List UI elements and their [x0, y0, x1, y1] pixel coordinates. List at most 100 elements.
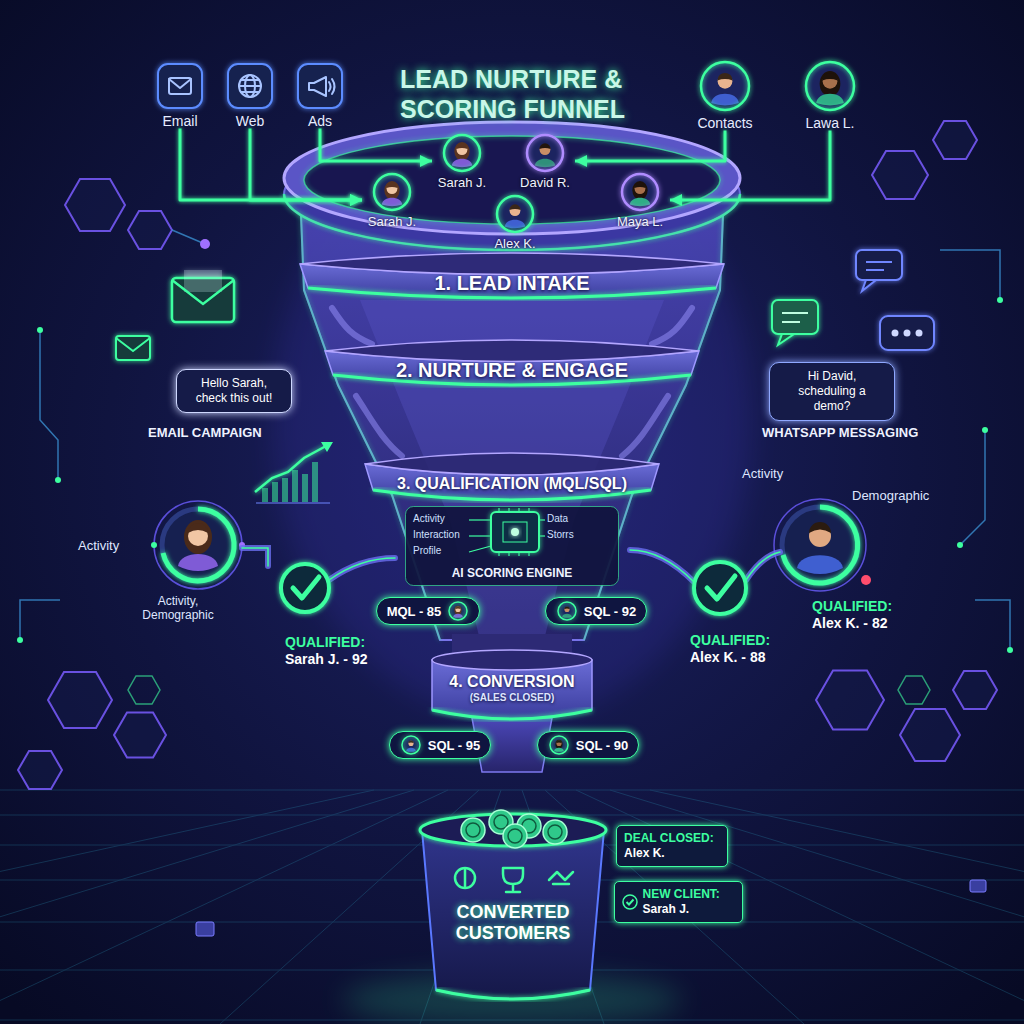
label-box: QUALIFIED: Alex K. - 82 [812, 598, 917, 632]
decor-shape [402, 736, 420, 754]
decor-shape [184, 520, 212, 554]
score-factor: Activity [78, 538, 119, 554]
decor-shape [701, 62, 749, 110]
decor-shape [497, 196, 533, 232]
engine-text: Interaction [413, 528, 483, 544]
check-icon [622, 894, 638, 910]
decor-shape [158, 64, 202, 108]
message-text: Hi David, scheduling a demo? [779, 369, 885, 414]
decor-shape [997, 297, 1003, 303]
decor-shape [652, 308, 692, 344]
decor-shape [456, 606, 461, 609]
decor-shape [508, 829, 522, 843]
decor-shape [630, 550, 694, 582]
decor-shape [816, 93, 844, 105]
avatar-picture [372, 172, 412, 212]
message-bubble: Hello Sarah, check this out! [176, 369, 292, 413]
avatar-picture [442, 133, 482, 173]
decor-shape [408, 740, 413, 743]
customer-bucket: CONVERTED CUSTOMERS [418, 808, 608, 1004]
decor-shape [387, 183, 398, 194]
label-box: Demographic [852, 488, 929, 504]
score-chip: SQL - 92 [545, 597, 648, 625]
label-box: QUALIFIED: Alex K. - 88 [690, 632, 795, 666]
decor-shape [272, 482, 278, 502]
decor-shape [255, 446, 326, 492]
decor-shape [309, 77, 335, 96]
flow-arrow [670, 131, 830, 201]
decor-shape [630, 550, 694, 582]
decor-shape [746, 552, 780, 580]
lead-name: Maya L. [617, 214, 663, 229]
decor-shape [452, 158, 472, 167]
decor-shape [116, 270, 234, 360]
decor-shape [20, 600, 60, 640]
avatar-picture [548, 734, 570, 756]
decor-shape [856, 250, 902, 280]
decor-shape [454, 614, 464, 618]
decor-shape [456, 607, 461, 612]
source-icon: Email [148, 62, 212, 129]
engine-text: Data [547, 512, 611, 528]
decor-shape [511, 528, 519, 536]
qualified-label: QUALIFIED: Alex K. - 82 [812, 598, 917, 632]
decor-shape [774, 499, 866, 591]
decor-shape [456, 143, 467, 149]
decor-shape [970, 880, 986, 892]
lead-avatar: David R. [515, 133, 575, 190]
diagram-title: LEAD NURTURE & SCORING FUNNEL [400, 64, 680, 124]
decor-shape [822, 72, 837, 80]
decor-shape [866, 269, 884, 271]
lead-name: Alex K. [494, 236, 535, 251]
score-text: SQL - 95 [428, 738, 481, 753]
decor-shape [169, 79, 191, 88]
decor-shape [940, 250, 1000, 300]
decor-shape [610, 790, 1024, 1024]
decor-shape [356, 396, 402, 456]
flow-arrow [511, 387, 514, 458]
decor-shape [169, 78, 191, 94]
decor-shape [782, 321, 800, 323]
decor-shape [304, 136, 720, 224]
decor-shape [898, 676, 930, 704]
decor-shape [635, 183, 646, 194]
decor-shape [549, 872, 573, 884]
decor-shape [184, 270, 222, 292]
stage-label: (SALES CLOSED) [470, 691, 554, 704]
decor-shape [444, 135, 480, 171]
funnel-stage: 2. NURTURE & ENGAGE [325, 345, 699, 387]
decor-shape [304, 136, 720, 224]
qualified-label: QUALIFIED: Sarah J. - 92 [285, 634, 390, 668]
source-icon: Web [218, 62, 282, 129]
flow-arrow [511, 300, 514, 345]
decor-shape [461, 818, 485, 842]
decor-shape [128, 676, 160, 704]
decor-shape [116, 336, 150, 360]
contact-avatar: Contacts [685, 60, 765, 131]
decor-shape [0, 790, 1024, 1024]
flow-arrow [292, 377, 325, 380]
qualified-label: QUALIFIED: Alex K. - 88 [690, 632, 795, 666]
message-text: Hello Sarah, check this out! [186, 376, 282, 406]
decor-shape [717, 72, 732, 80]
decor-shape [469, 508, 545, 556]
decor-shape [933, 121, 977, 159]
decor-shape [172, 230, 205, 244]
decor-shape [262, 488, 268, 502]
tag-text: NEW CLIENT: Sarah J. [643, 887, 735, 917]
flow-arrow [699, 373, 769, 376]
decor-shape [242, 548, 268, 566]
decor-shape [282, 478, 288, 502]
decor-shape [953, 671, 997, 709]
flow-arrow [180, 129, 362, 201]
channel-label: WHATSAPP MESSAGING [762, 425, 918, 441]
decor-shape [904, 330, 911, 337]
deal-tag: DEAL CLOSED: Alex K. [616, 825, 728, 867]
lead-name: Sarah J. [438, 175, 486, 190]
decor-shape [455, 606, 462, 615]
decor-shape [18, 121, 997, 789]
decor-shape [293, 577, 319, 598]
decor-shape [321, 442, 333, 452]
flow-arrow [250, 129, 362, 201]
